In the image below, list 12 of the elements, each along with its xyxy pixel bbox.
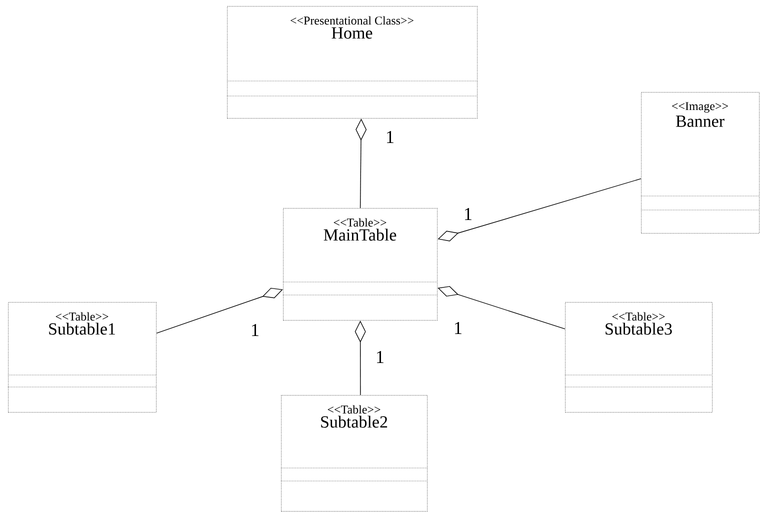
class-box: <<Image>> Banner	[640, 92, 760, 234]
multiplicity-label: 1	[452, 321, 464, 335]
multiplicity-label: 1	[250, 323, 260, 337]
aggregation-line	[156, 288, 283, 334]
multiplicity-label: 1	[374, 350, 386, 364]
class-box: <<Table>> MainTable	[282, 208, 438, 321]
multiplicity-label: 1	[462, 207, 474, 221]
class-box: <<Table>> Subtable3	[564, 302, 713, 413]
class-box: <<Table>> Subtable2	[280, 395, 428, 512]
class-box: <<Table>> Subtable1	[8, 302, 157, 413]
multiplicity-label: 1	[384, 130, 396, 144]
class-box: <<Presentational Class>> Home	[226, 6, 478, 119]
